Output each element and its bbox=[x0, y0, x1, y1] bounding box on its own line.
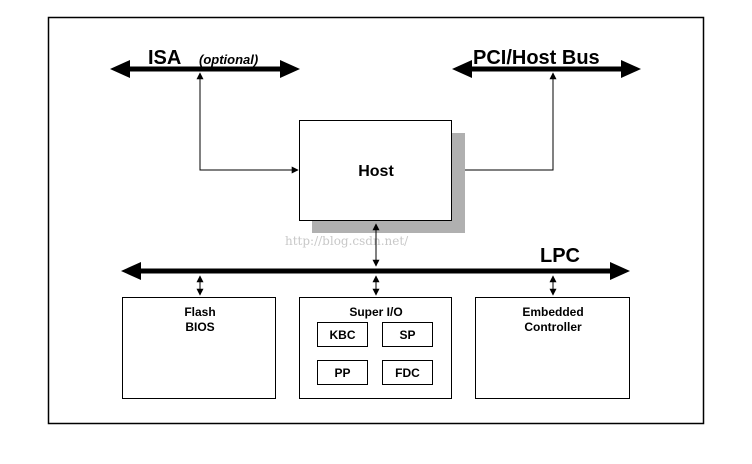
embedded-controller-box bbox=[475, 297, 630, 399]
kbc-label: KBC bbox=[330, 328, 356, 342]
flash-bios-label-line2: BIOS bbox=[185, 320, 214, 334]
pci-host-bus-label: PCI/Host Bus bbox=[473, 47, 600, 69]
kbc-block bbox=[317, 322, 368, 347]
host-label: Host bbox=[358, 163, 394, 180]
flash-bios-box bbox=[122, 297, 276, 399]
flash-bios-label-line1: Flash bbox=[184, 305, 215, 319]
fdc-block bbox=[382, 360, 433, 385]
embedded-controller-label-line1: Embedded bbox=[522, 305, 583, 319]
host-box bbox=[299, 120, 452, 221]
sp-block bbox=[382, 322, 433, 347]
embedded-controller-label-line2: Controller bbox=[524, 320, 582, 334]
isa-bus-label: ISA bbox=[148, 47, 181, 69]
super-io-label: Super I/O bbox=[349, 305, 402, 319]
lpc-bus bbox=[121, 262, 630, 280]
watermark-text: http://blog.csdn.net/ bbox=[285, 234, 409, 248]
isa-optional-label: (optional) bbox=[199, 52, 258, 67]
isa-host-connector bbox=[196, 72, 299, 174]
fdc-label: FDC bbox=[395, 366, 420, 380]
pp-label: PP bbox=[334, 366, 350, 380]
sp-label: SP bbox=[399, 328, 415, 342]
pp-block bbox=[317, 360, 368, 385]
lpc-bus-label: LPC bbox=[540, 245, 580, 267]
pci-host-connector bbox=[452, 72, 557, 174]
